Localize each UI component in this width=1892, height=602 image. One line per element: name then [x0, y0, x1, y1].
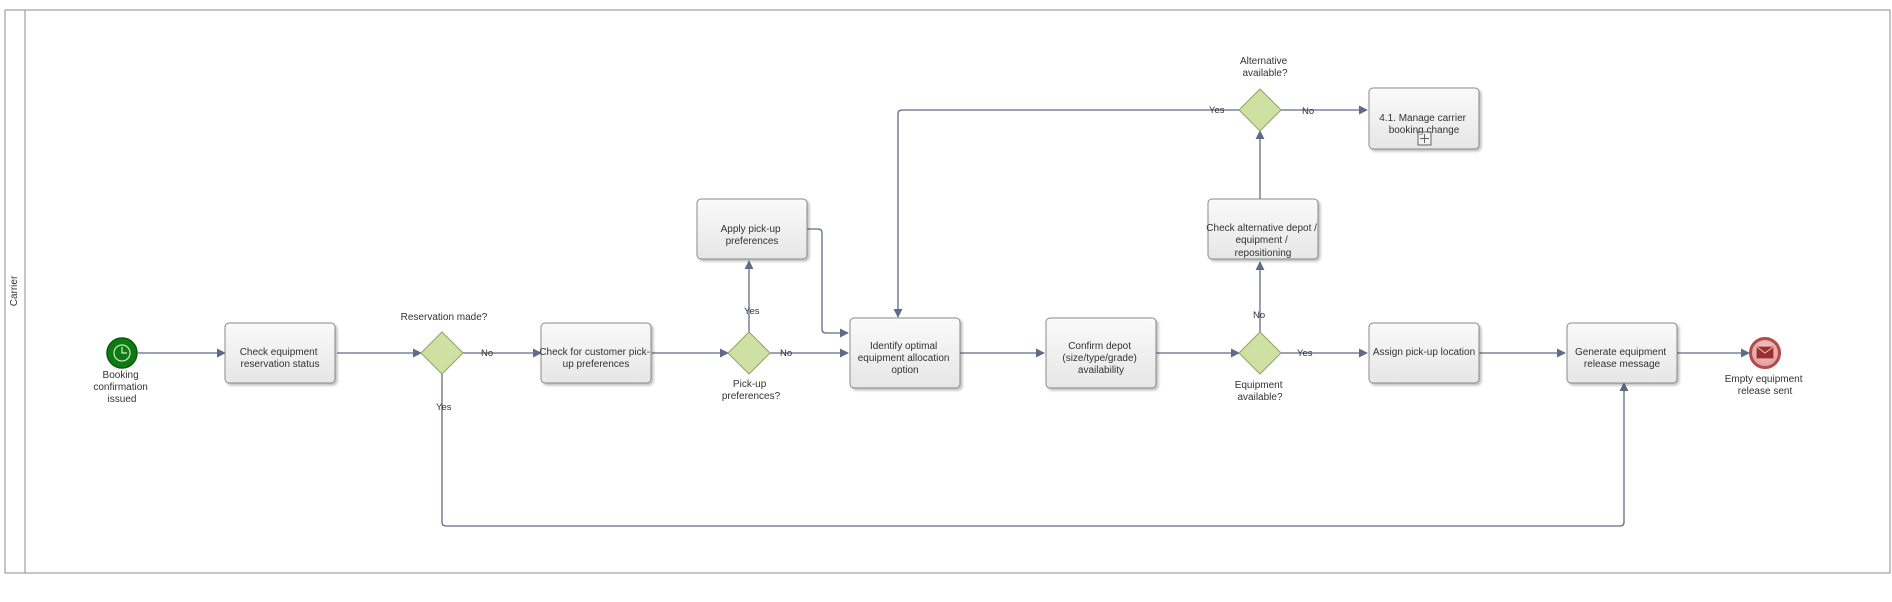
svg-text:Check equipment reservat: Check equipment reservation status	[240, 347, 321, 370]
end-event[interactable]: Empty equipment release sent	[1725, 337, 1806, 398]
flow-labels: No Yes No Yes Yes No No Yes	[436, 105, 1314, 413]
gateway-pickup[interactable]: Pick-up preferences?	[722, 331, 781, 402]
flow-apply-to-identify	[806, 228, 849, 338]
task-manage-change[interactable]: 4.1. Manage carrier booking change	[1368, 87, 1480, 150]
envelope-icon	[1756, 346, 1774, 359]
label-reservation-no: No	[481, 348, 493, 359]
label-pickup-yes: Yes	[744, 306, 760, 317]
gateway-equipment-label: Equipment available?	[1235, 380, 1286, 403]
start-event-label: Booking confirmation issued	[93, 370, 150, 405]
end-event-label: Empty equipment release sent	[1725, 374, 1806, 397]
task-check-preferences[interactable]: Check for customer pick- up preferences	[539, 322, 652, 384]
label-alternative-yes: Yes	[1209, 105, 1225, 116]
sequence-flows	[138, 105, 1750, 527]
gateway-alternative[interactable]: Alternative available?	[1238, 56, 1290, 132]
svg-text:Check for customer pick-: Check for customer pick- up preferences	[539, 347, 652, 370]
gateway-reservation[interactable]: Reservation made?	[401, 312, 488, 375]
pool: Carrier	[4, 9, 1891, 574]
label-equipment-yes: Yes	[1297, 348, 1313, 359]
task-confirm-depot[interactable]: Confirm depot (size/type/grade) availabi…	[1045, 317, 1157, 389]
gateway-equipment[interactable]: Equipment available?	[1235, 331, 1286, 403]
task-identify-allocation[interactable]: Identify optimal equipment allocation op…	[849, 317, 961, 389]
label-reservation-yes: Yes	[436, 402, 452, 413]
svg-text:Apply pick-up preference: Apply pick-up preferences	[721, 224, 784, 247]
svg-text:Assign pick-up location: Assign pick-up location	[1373, 347, 1475, 358]
label-alternative-no: No	[1302, 106, 1314, 117]
subprocess-marker-icon	[1417, 131, 1432, 146]
svg-text:Confirm depot (size/type: Confirm depot (size/type/grade) availabi…	[1062, 341, 1139, 376]
flow-reservation-yes	[441, 374, 1629, 527]
svg-text:Check alternative depot /: Check alternative depot / equipment / re…	[1206, 223, 1319, 259]
timer-icon	[113, 344, 131, 362]
label-pickup-no: No	[780, 348, 792, 359]
task-assign-location[interactable]: Assign pick-up location	[1368, 322, 1480, 384]
task-generate-message[interactable]: Generate equipment release message	[1566, 322, 1678, 384]
start-event[interactable]: Booking confirmation issued	[93, 337, 150, 405]
gateway-pickup-label: Pick-up preferences?	[722, 379, 781, 402]
label-equipment-no: No	[1253, 310, 1265, 321]
svg-text:Identify optimal equipme: Identify optimal equipment allocation op…	[858, 341, 953, 376]
gateway-alternative-label: Alternative available?	[1240, 56, 1290, 79]
task-apply-preferences[interactable]: Apply pick-up preferences	[696, 198, 808, 260]
task-check-reservation[interactable]: Check equipment reservation status	[224, 322, 336, 384]
task-check-alternative[interactable]: Check alternative depot / equipment / re…	[1206, 198, 1319, 260]
svg-text:4.1. Manage carrier book: 4.1. Manage carrier booking change	[1379, 113, 1469, 136]
lane-label: Carrier	[9, 275, 20, 306]
flow-alternative-yes	[893, 109, 1239, 318]
svg-text:Generate equipment relea: Generate equipment release message	[1575, 347, 1669, 370]
gateway-reservation-label: Reservation made?	[401, 312, 488, 323]
